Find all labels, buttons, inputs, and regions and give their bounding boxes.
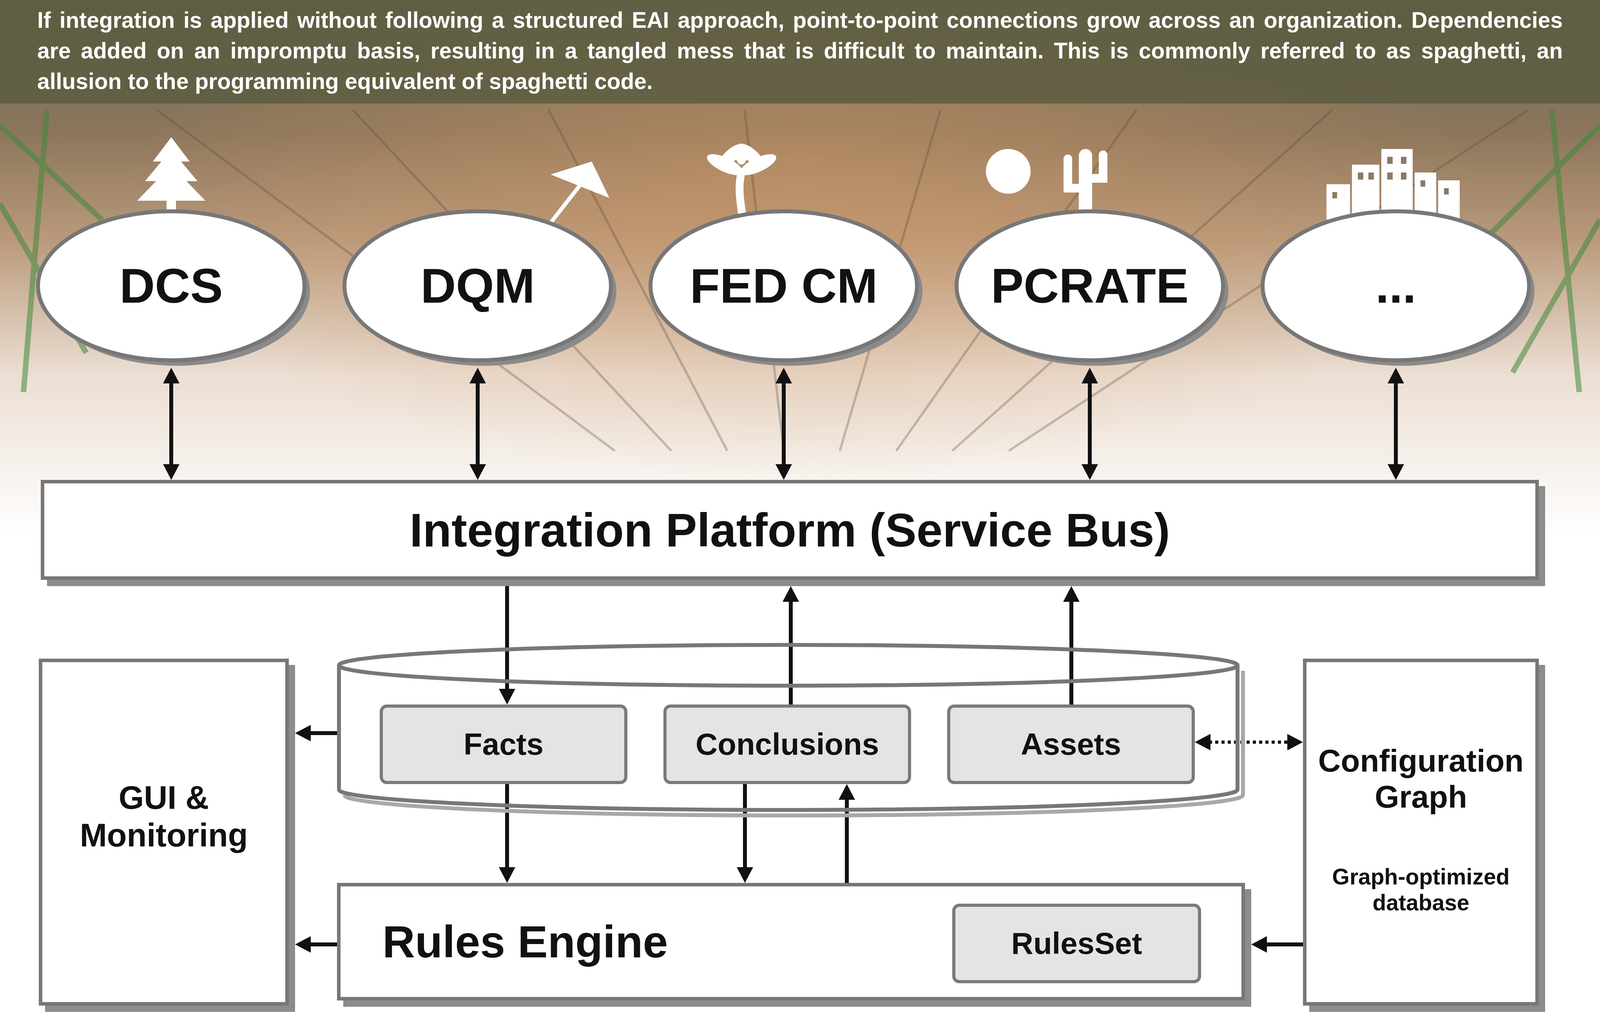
cylinder-shadow bbox=[344, 670, 1244, 816]
system-ellipse: DCS bbox=[36, 209, 312, 368]
system-ellipse: DQM bbox=[342, 209, 619, 368]
data-item-box: Assets bbox=[947, 704, 1195, 784]
system-ellipse: PCRATE bbox=[954, 209, 1231, 368]
connector-arrow bbox=[169, 375, 174, 472]
connector-arrow bbox=[475, 375, 480, 472]
node-label: DQM bbox=[366, 257, 590, 314]
gui-box: GUI & Monitoring bbox=[38, 658, 289, 1006]
node-label: DCS bbox=[59, 257, 283, 314]
connector-arrow bbox=[302, 942, 338, 946]
connector-arrow bbox=[505, 783, 510, 875]
node-label: Conclusions bbox=[672, 726, 903, 762]
connector-arrow bbox=[1087, 375, 1092, 472]
data-item-box: Facts bbox=[379, 704, 628, 784]
ellipse-body bbox=[650, 211, 917, 361]
connector-arrow bbox=[302, 730, 338, 735]
dotted-connector bbox=[1202, 740, 1296, 744]
connector-arrow bbox=[1393, 375, 1398, 472]
node-label: GUI & Monitoring bbox=[50, 778, 278, 854]
ellipse-body bbox=[1262, 211, 1530, 361]
ruleset-box: RulesSet bbox=[952, 903, 1202, 983]
system-ellipse: ... bbox=[1260, 209, 1537, 368]
ellipse-body bbox=[956, 211, 1224, 361]
system-ellipse: FED CM bbox=[648, 209, 925, 368]
node-label: Assets bbox=[955, 726, 1187, 762]
data-store-cylinder: Facts Conclusions Assets bbox=[337, 642, 1245, 818]
node-label: FED CM bbox=[672, 257, 896, 314]
cylinder-top bbox=[338, 644, 1238, 686]
connector-arrow bbox=[788, 593, 793, 705]
node-label: Facts bbox=[388, 726, 619, 762]
scaffold-lines bbox=[0, 109, 1600, 392]
service-bus-bar: Integration Platform (Service Bus) bbox=[40, 479, 1539, 580]
city-icon bbox=[1326, 148, 1460, 220]
connector-arrow bbox=[1259, 942, 1303, 946]
connector-arrow bbox=[781, 375, 786, 472]
node-label: Integration Platform (Service Bus) bbox=[59, 502, 1520, 557]
umbrella-icon bbox=[545, 161, 610, 230]
node-sublabel: Graph-optimized database bbox=[1309, 863, 1533, 916]
ellipse-body bbox=[344, 211, 611, 361]
rules-engine-box: Rules Engine RulesSet bbox=[337, 882, 1245, 1001]
connector-arrow bbox=[742, 783, 747, 875]
palm-icon bbox=[704, 139, 780, 220]
node-label: Configuration Graph bbox=[1309, 742, 1533, 815]
node-label: Rules Engine bbox=[382, 915, 949, 968]
caption-text: If integration is applied without follow… bbox=[37, 4, 1563, 97]
node-label: RulesSet bbox=[960, 925, 1193, 961]
tree-icon bbox=[137, 137, 206, 214]
database-box: Configuration GraphGraph-optimized datab… bbox=[1302, 658, 1539, 1006]
ellipse-body bbox=[38, 211, 305, 361]
connector-arrow bbox=[844, 791, 849, 883]
data-item-box: Conclusions bbox=[663, 704, 912, 784]
node-label: PCRATE bbox=[978, 257, 1202, 314]
node-label: ... bbox=[1284, 257, 1508, 314]
caption-banner: If integration is applied without follow… bbox=[0, 0, 1600, 104]
